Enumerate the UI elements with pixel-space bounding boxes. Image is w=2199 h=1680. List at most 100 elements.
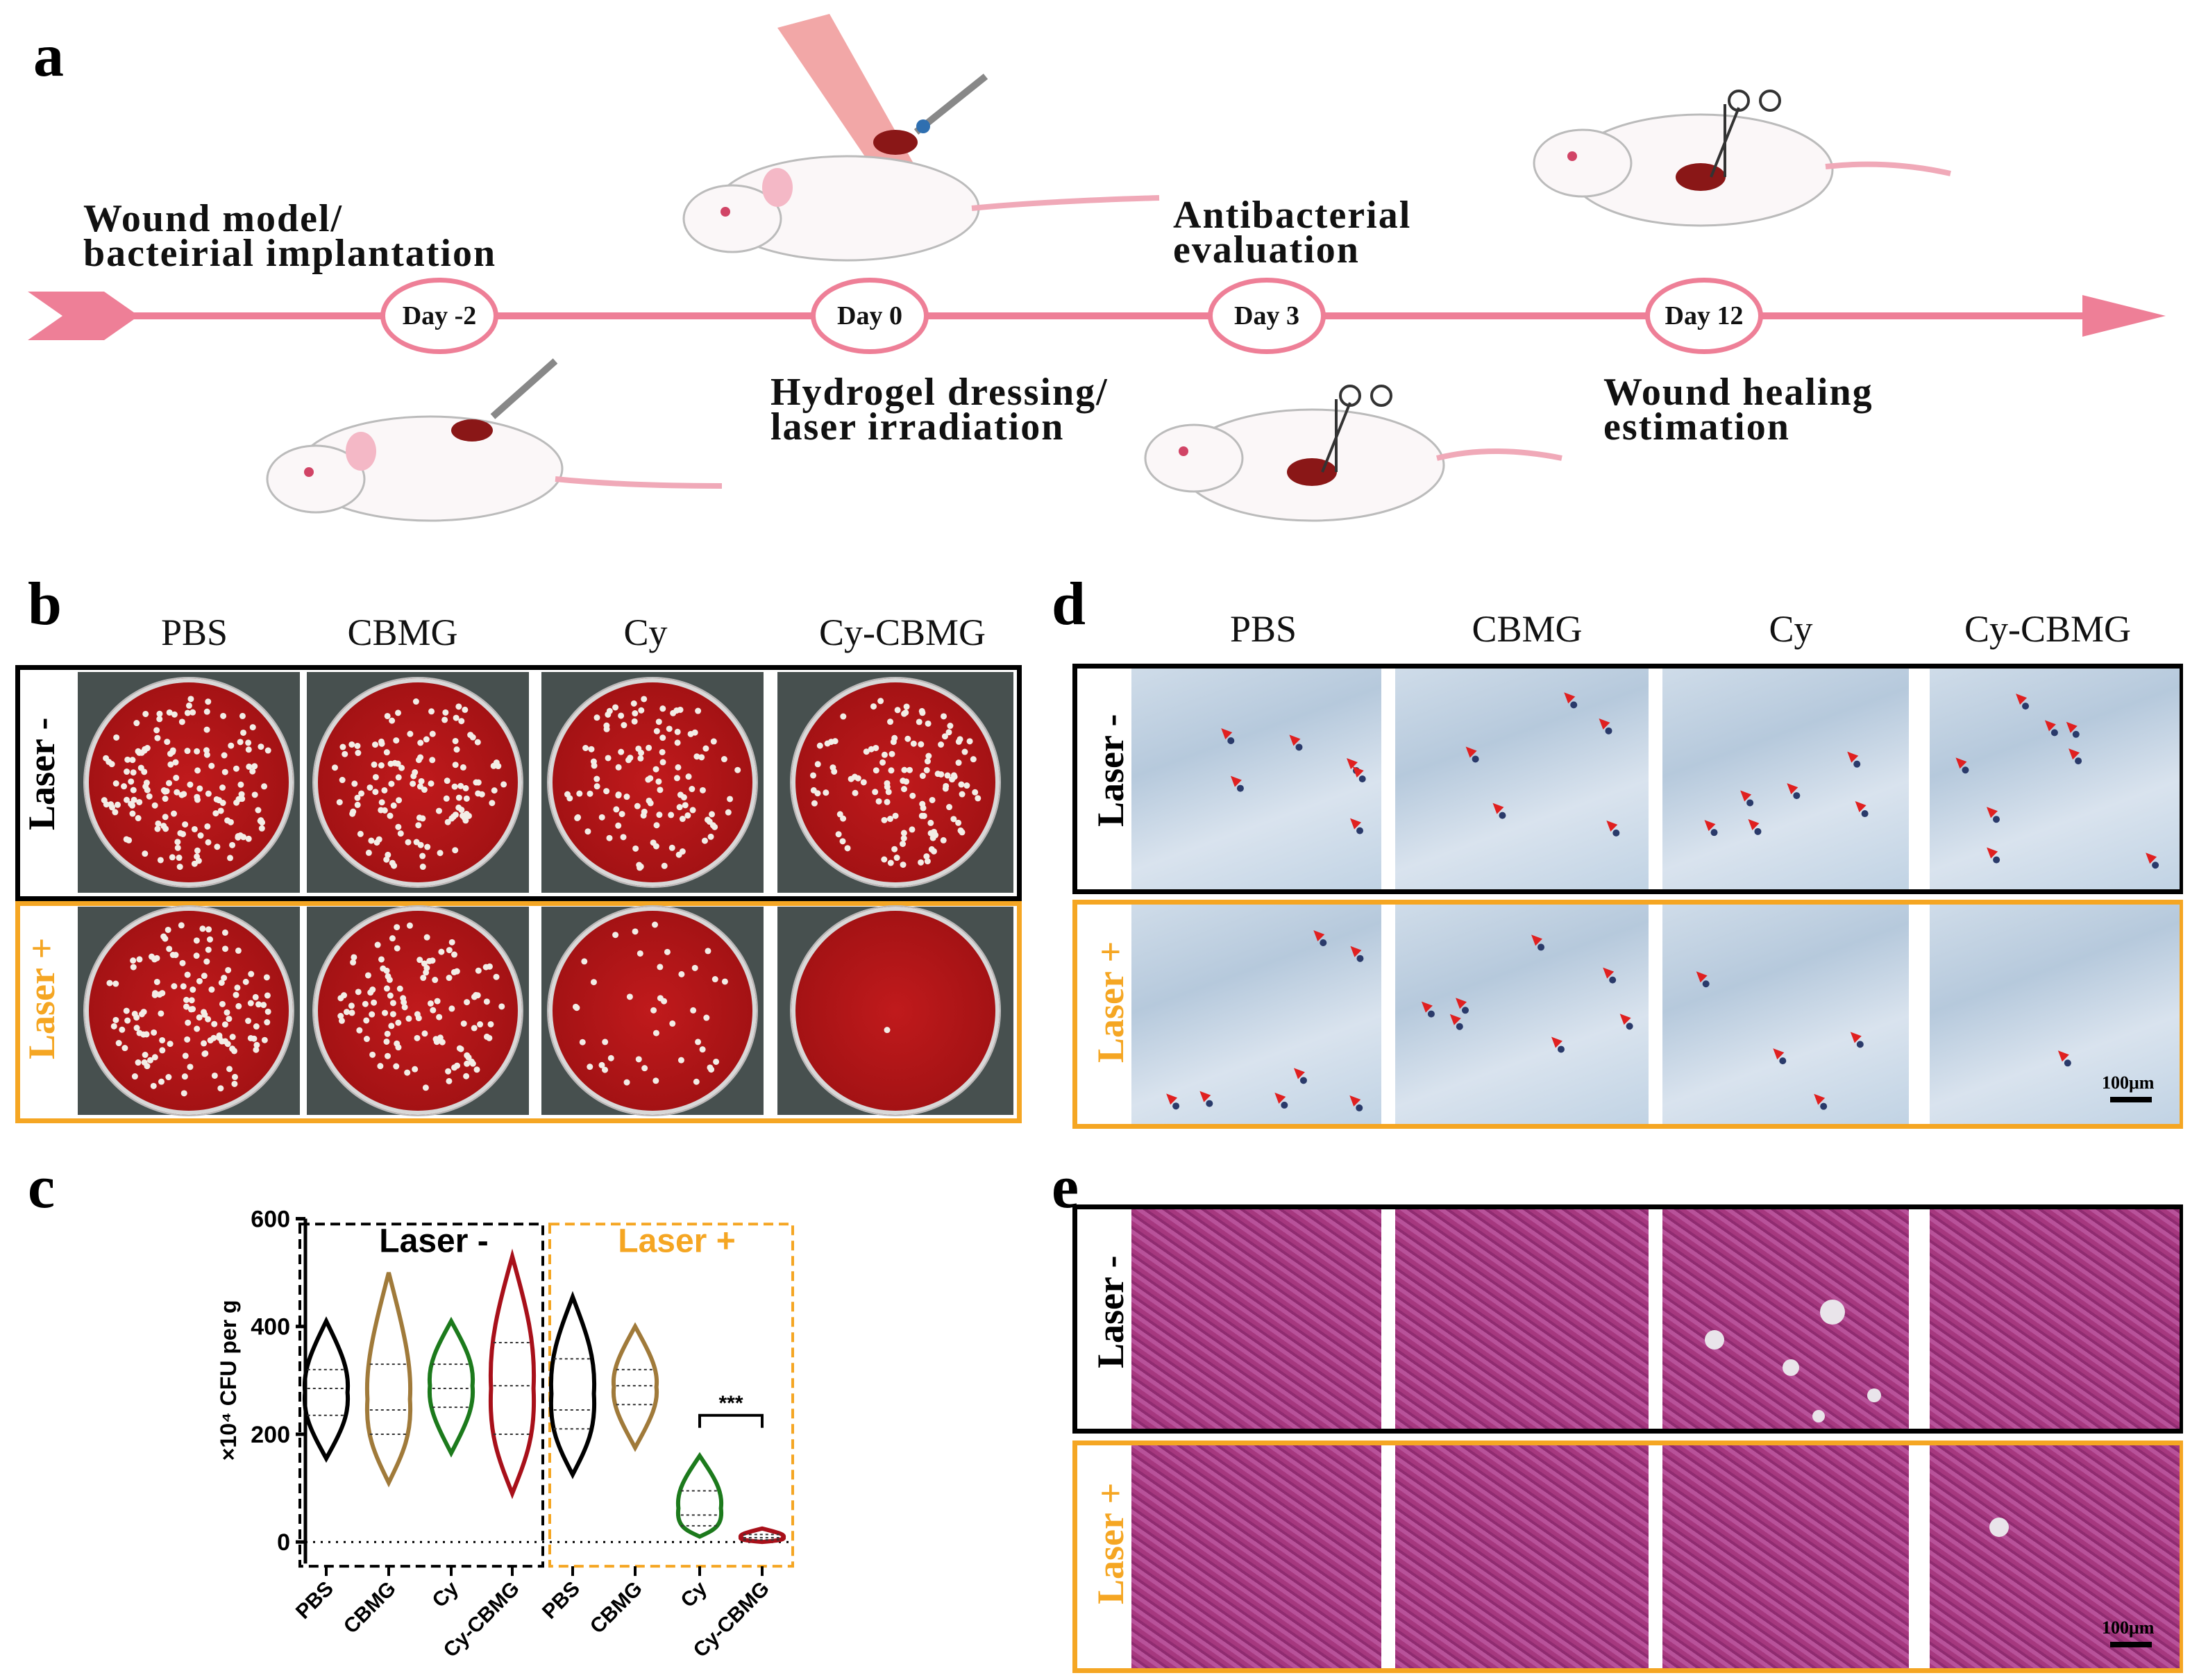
colony xyxy=(646,744,652,751)
colony xyxy=(362,1000,369,1007)
colony xyxy=(142,850,149,857)
stained-cell xyxy=(1612,829,1620,837)
colony xyxy=(477,1021,484,1028)
ihc-laser-minus-pbs xyxy=(1131,669,1381,889)
colony xyxy=(873,767,879,774)
colony xyxy=(205,790,212,797)
colony xyxy=(630,700,637,707)
colony xyxy=(217,807,224,814)
colony xyxy=(138,1011,145,1018)
colony xyxy=(428,780,435,787)
colony xyxy=(490,762,497,769)
colony xyxy=(669,1020,676,1027)
arrow-marker xyxy=(1350,946,1362,957)
colony xyxy=(634,803,641,809)
colony xyxy=(176,864,183,871)
colony xyxy=(941,733,948,740)
colony xyxy=(158,1078,165,1085)
colony xyxy=(427,1000,434,1007)
colony xyxy=(222,946,229,952)
colony xyxy=(958,781,965,788)
stained-cell xyxy=(1320,939,1327,946)
b-header-pbs: PBS xyxy=(160,612,228,653)
colony xyxy=(194,1025,201,1032)
colony xyxy=(258,825,265,832)
colony xyxy=(893,855,900,862)
violin-pbs-laser-plus xyxy=(548,1291,597,1479)
colony xyxy=(177,830,184,837)
colony xyxy=(245,746,252,753)
arrow-marker xyxy=(1293,1068,1305,1080)
colony xyxy=(185,702,192,709)
colony xyxy=(887,719,894,725)
colony xyxy=(184,709,191,716)
ihc-laser-minus-cbmg xyxy=(1395,669,1649,889)
colony xyxy=(670,709,677,716)
colony xyxy=(659,759,666,766)
colony xyxy=(372,789,379,796)
colony xyxy=(421,787,428,793)
colony xyxy=(183,996,190,1003)
colony xyxy=(414,1011,421,1018)
colony xyxy=(652,1030,659,1036)
colony xyxy=(887,859,894,866)
colony xyxy=(110,1023,117,1030)
colony xyxy=(221,1021,228,1028)
d-header-cycbmg: Cy-CBMG xyxy=(1964,608,2132,650)
colony xyxy=(564,791,571,798)
colony xyxy=(705,948,711,955)
colony xyxy=(144,745,151,752)
colony xyxy=(240,729,247,736)
colony xyxy=(167,761,174,768)
colony xyxy=(153,955,160,961)
colony xyxy=(925,720,932,727)
e-laser-minus-frame xyxy=(1072,1204,2183,1434)
colony xyxy=(698,754,705,761)
colony xyxy=(253,1023,260,1030)
colony xyxy=(124,1017,131,1024)
colony xyxy=(682,802,689,809)
colony xyxy=(879,759,886,766)
event-wound-healing: Wound healing estimation xyxy=(1603,373,1873,446)
stained-cell xyxy=(1281,1101,1288,1109)
colony xyxy=(725,809,732,816)
colony xyxy=(961,748,968,755)
y-axis-label: ×10⁴ CFU per g xyxy=(216,1300,241,1461)
colony xyxy=(115,1040,122,1047)
colony xyxy=(412,1066,419,1073)
colony xyxy=(156,991,163,998)
d-header-cbmg: CBMG xyxy=(1472,608,1583,650)
colony xyxy=(711,976,718,983)
stained-cell xyxy=(1356,955,1364,962)
colony xyxy=(881,856,888,863)
colony xyxy=(174,844,181,851)
colony xyxy=(185,1019,192,1026)
colony xyxy=(371,741,378,748)
colony xyxy=(416,814,423,821)
colony xyxy=(219,784,226,791)
ihc-markers xyxy=(1166,692,2159,1111)
arrow-marker xyxy=(1230,775,1242,787)
colony xyxy=(590,979,597,986)
violin-cbmg-laser-plus xyxy=(611,1322,659,1452)
stained-cell xyxy=(1358,775,1366,783)
colony xyxy=(884,798,891,805)
colony xyxy=(947,723,954,730)
colony xyxy=(363,1017,370,1024)
colony xyxy=(180,983,187,990)
colony xyxy=(343,1009,350,1016)
colony xyxy=(165,1074,172,1081)
colony xyxy=(955,738,962,745)
colony xyxy=(406,922,413,929)
colony xyxy=(221,752,228,759)
colony xyxy=(124,796,130,803)
colony xyxy=(679,816,686,823)
colony xyxy=(457,1045,464,1052)
colony xyxy=(389,935,396,942)
colony xyxy=(701,837,708,844)
stained-cell xyxy=(1626,1023,1633,1030)
colony xyxy=(900,786,907,793)
colony xyxy=(632,710,639,717)
colony xyxy=(844,845,851,852)
colony xyxy=(229,1034,236,1041)
